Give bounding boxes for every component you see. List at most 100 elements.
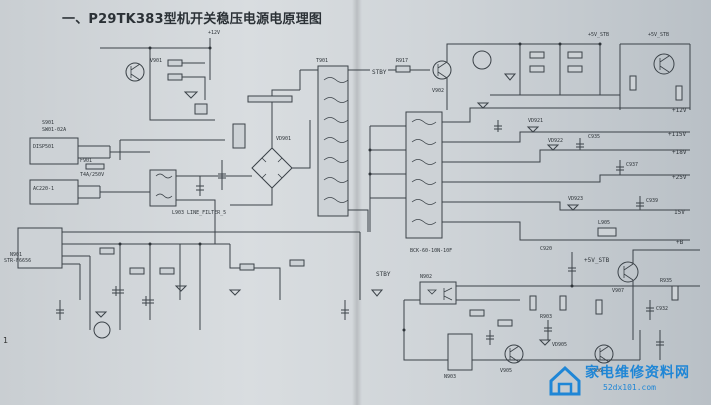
label-v901: V901 (150, 58, 162, 64)
rectifier-diodes (476, 102, 580, 211)
svg-text:+B: +B (676, 239, 684, 246)
svg-text:BCK-60-10N-10F: BCK-60-10N-10F (410, 248, 452, 254)
svg-text:AC220-1: AC220-1 (33, 186, 54, 192)
svg-text:STBY: STBY (372, 69, 387, 76)
svg-text:C920: C920 (540, 246, 552, 252)
margin-mark: 1 (3, 336, 9, 345)
svg-text:S901: S901 (42, 120, 54, 126)
resistor (167, 59, 183, 67)
resistor-r917 (395, 65, 411, 73)
svg-text:STBY: STBY (376, 271, 391, 278)
transistor-v907 (617, 261, 639, 283)
resistor-r935 (671, 285, 679, 301)
resistor (559, 295, 567, 311)
diode (228, 289, 242, 296)
svg-text:+12V: +12V (672, 107, 687, 114)
svg-text:STR-F6656: STR-F6656 (4, 258, 31, 264)
label-12v: +12V (208, 30, 220, 36)
resistor (289, 259, 305, 267)
watermark-url: 52dx101.com (603, 383, 656, 392)
site-watermark: 家电维修资料网 52dx101.com (545, 361, 705, 401)
svg-text:L903 LINE_FILTER_5: L903 LINE_FILTER_5 (172, 210, 226, 216)
relay (194, 103, 208, 115)
transistor (472, 50, 492, 70)
svg-text:F901: F901 (80, 158, 92, 164)
transistor (93, 321, 111, 339)
component-strip (247, 95, 293, 103)
resistor (167, 73, 183, 81)
svg-text:N902: N902 (420, 274, 432, 280)
resistor (595, 299, 603, 315)
inductor-l905 (597, 227, 617, 237)
svg-text:C932: C932 (656, 306, 668, 312)
fuse-f901 (85, 163, 105, 170)
svg-text:+5V_STB: +5V_STB (588, 32, 609, 38)
svg-text:N903: N903 (444, 374, 456, 380)
resistor (567, 51, 583, 59)
svg-text:VD921: VD921 (528, 118, 543, 124)
svg-text:R935: R935 (660, 278, 672, 284)
svg-text:C937: C937 (626, 162, 638, 168)
resistor (239, 263, 255, 271)
transistor-v902 (432, 60, 452, 80)
svg-text:SW01-02A: SW01-02A (42, 127, 66, 133)
resistor (567, 65, 583, 73)
svg-text:N901: N901 (10, 252, 22, 258)
transistor-v905 (504, 344, 524, 364)
standby-circuit: STBY R917 V902 +5V_STB +5V_STB (372, 32, 691, 110)
transformer-t901: T901 BCK-60-10N-10F (316, 58, 452, 254)
svg-text:+5V_STB: +5V_STB (584, 257, 610, 264)
transistor (653, 53, 675, 75)
svg-text:V905: V905 (500, 368, 512, 374)
t901-secondary (405, 111, 443, 239)
watermark-logo-icon (549, 365, 581, 396)
transistor-v906 (594, 344, 614, 364)
resistor (529, 295, 537, 311)
diagram-title: 一、P29TK383型机开关稳压电源电原理图 (62, 12, 323, 27)
opto-n902 (419, 281, 457, 305)
top-left-section: V901 +12V (100, 30, 225, 160)
resistor (629, 75, 637, 91)
ic-n901 (17, 227, 63, 269)
resistor (529, 51, 545, 59)
diode (503, 73, 517, 81)
page-fold (352, 0, 362, 405)
bottom-right-feedback: N902 C920 R903 N903 V905 V906 V907 (376, 246, 700, 380)
svg-text:V907: V907 (612, 288, 624, 294)
svg-text:T4A/250V: T4A/250V (80, 172, 104, 178)
bottom-left-control: N901 STR-F6656 (4, 226, 384, 339)
svg-text:15V: 15V (674, 209, 685, 216)
svg-text:R917: R917 (396, 58, 408, 64)
svg-text:VD905: VD905 (552, 342, 567, 348)
resistor (529, 65, 545, 73)
watermark-text: 家电维修资料网 (585, 365, 690, 381)
bridge-vd901 (251, 147, 293, 189)
svg-text:+18V: +18V (672, 149, 687, 156)
resistor (99, 247, 115, 255)
svg-text:+5V_STB: +5V_STB (648, 32, 669, 38)
svg-text:C939: C939 (646, 198, 658, 204)
resistor (469, 309, 485, 317)
diode-vd905 (538, 339, 552, 346)
resistor (159, 267, 175, 275)
svg-text:T901: T901 (316, 58, 328, 64)
svg-text:V906: V906 (590, 368, 602, 374)
diodes (94, 285, 188, 318)
diode (183, 91, 199, 99)
resistor (675, 85, 683, 101)
switch-s901 (29, 137, 79, 165)
svg-text:VD901: VD901 (276, 136, 291, 142)
transistor-v901 (125, 62, 145, 82)
ac-input-section: DISP501 S901 SW01-02A AC220-1 F901 T4A/2… (29, 120, 226, 226)
resistor (497, 319, 513, 327)
resistor-vertical (232, 123, 246, 149)
resistor (129, 267, 145, 275)
junction-dots (118, 42, 602, 332)
bridge-rectifier: VD901 (215, 69, 318, 206)
svg-text:C935: C935 (588, 134, 600, 140)
svg-text:+115V: +115V (668, 131, 686, 138)
svg-text:VD922: VD922 (548, 138, 563, 144)
svg-text:VD923: VD923 (568, 196, 583, 202)
